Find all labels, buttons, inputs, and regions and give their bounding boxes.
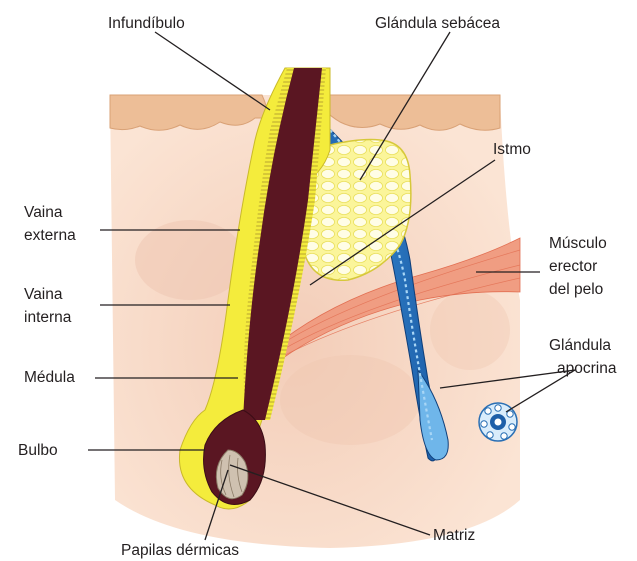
label-vaina-externa-2: externa: [24, 226, 76, 245]
epidermis-right: [325, 95, 500, 130]
label-apocrina-1: Glándula: [549, 336, 611, 355]
label-bulbo: Bulbo: [18, 441, 58, 460]
label-medula: Médula: [24, 368, 75, 387]
label-istmo: Istmo: [493, 140, 531, 159]
label-glandula-sebacea: Glándula sebácea: [375, 14, 500, 33]
label-papilas: Papilas dérmicas: [121, 541, 239, 560]
label-vaina-externa-1: Vaina: [24, 203, 63, 222]
label-musculo-1: Músculo: [549, 234, 607, 253]
label-infundibulo: Infundíbulo: [108, 14, 185, 33]
label-vaina-interna-1: Vaina: [24, 285, 63, 304]
dermis-shade-left: [135, 220, 245, 300]
dermis-shade-right: [430, 290, 510, 370]
label-musculo-3: del pelo: [549, 280, 603, 299]
label-apocrina-2: apocrina: [557, 359, 616, 378]
label-musculo-2: erector: [549, 257, 597, 276]
dermis-shade-center: [280, 355, 420, 445]
label-vaina-interna-2: interna: [24, 308, 71, 327]
label-matriz: Matriz: [433, 526, 475, 545]
